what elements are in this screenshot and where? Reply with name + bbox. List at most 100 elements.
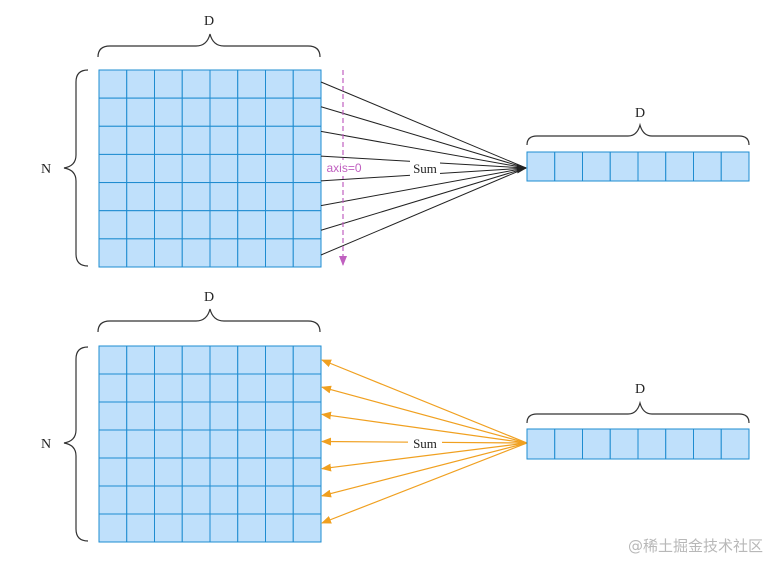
top-matrix-cell-4-4 (209, 182, 239, 212)
bottom-vector-cell-0-7 (720, 428, 750, 460)
bottom-matrix-cell-4-0 (98, 457, 128, 487)
bottom-matrix-cell-4-1 (126, 457, 155, 487)
bottom-matrix-cell-6-0 (98, 513, 128, 543)
bottom-matrix-cell-6-4 (209, 513, 239, 543)
top-matrix-cell-2-2 (154, 125, 183, 155)
bottom-matrix-cell-3-4 (209, 429, 239, 459)
top-matrix-cell-0-1 (126, 69, 155, 99)
bottom-matrix-cell-6-5 (237, 513, 266, 543)
top-matrix-cell-0-6 (265, 69, 294, 99)
top-matrix-cell-1-4 (209, 97, 239, 127)
top-matrix-cell-2-3 (181, 125, 211, 155)
top-result-cell-0-0 (526, 151, 556, 182)
bottom-matrix-cell-2-6 (265, 401, 294, 431)
bottom-matrix-cell-0-2 (154, 345, 183, 375)
bottom-source-vector (526, 428, 750, 460)
bottom-matrix-cell-0-4 (209, 345, 239, 375)
bottom-vector-cell-0-4 (637, 428, 667, 460)
bottom-matrix-cell-3-6 (265, 429, 294, 459)
top-matrix-cell-0-4 (209, 69, 239, 99)
top-matrix-cell-4-2 (154, 182, 183, 212)
top-input-matrix (98, 69, 322, 268)
bottom-matrix-cell-0-5 (237, 345, 266, 375)
top-matrix-cell-1-6 (265, 97, 294, 127)
axis-0-label: axis=0 (326, 161, 361, 175)
bottom-matrix-cell-0-0 (98, 345, 128, 375)
top-matrix-cell-3-7 (292, 153, 322, 184)
bottom-matrix-cell-2-2 (154, 401, 183, 431)
top-matrix-cell-3-0 (98, 153, 128, 184)
watermark-text: @稀土掘金技术社区 (628, 537, 763, 555)
top-matrix-cell-0-5 (237, 69, 266, 99)
bottom-vector-cell-0-6 (693, 428, 722, 460)
top-matrix-cell-3-3 (181, 153, 211, 184)
top-reduction-line-5 (320, 167, 527, 207)
top-matrix-cell-4-3 (181, 182, 211, 212)
top-matrix-cell-5-3 (181, 210, 211, 240)
top-matrix-cell-3-1 (126, 153, 155, 184)
bottom-vector-cell-0-2 (582, 428, 611, 460)
top-matrix-cell-6-4 (209, 238, 239, 268)
top-result-width-brace (526, 122, 750, 146)
top-matrix-cell-5-1 (126, 210, 155, 240)
bottom-matrix-cell-4-7 (292, 457, 322, 487)
top-result-cell-0-6 (693, 151, 722, 182)
bottom-matrix-width-label: D (204, 290, 214, 305)
bottom-matrix-cell-5-0 (98, 485, 128, 515)
bottom-matrix-cell-3-7 (292, 429, 322, 459)
top-matrix-cell-2-5 (237, 125, 266, 155)
bottom-matrix-cell-1-1 (126, 373, 155, 403)
top-matrix-width-label: D (204, 14, 214, 29)
top-matrix-cell-5-2 (154, 210, 183, 240)
bottom-broadcast-arrow-6 (321, 442, 528, 524)
bottom-result-width-brace (526, 400, 750, 424)
bottom-matrix-cell-0-3 (181, 345, 211, 375)
top-matrix-cell-2-6 (265, 125, 294, 155)
bottom-matrix-cell-1-2 (154, 373, 183, 403)
bottom-matrix-cell-4-2 (154, 457, 183, 487)
top-matrix-cell-1-5 (237, 97, 266, 127)
top-matrix-height-label: N (41, 162, 51, 177)
bottom-matrix-cell-6-6 (265, 513, 294, 543)
bottom-matrix-cell-1-4 (209, 373, 239, 403)
bottom-matrix-cell-5-2 (154, 485, 183, 515)
bottom-vector-cell-0-1 (554, 428, 583, 460)
bottom-vector-cell-0-3 (609, 428, 639, 460)
top-result-cell-0-1 (554, 151, 583, 182)
bottom-matrix-cell-1-3 (181, 373, 211, 403)
top-result-cell-0-2 (582, 151, 611, 182)
bottom-panel: D N Sum D (41, 290, 750, 543)
top-matrix-cell-4-5 (237, 182, 266, 212)
top-matrix-cell-0-0 (98, 69, 128, 99)
top-matrix-cell-2-7 (292, 125, 322, 155)
bottom-result-width-label: D (635, 382, 645, 397)
top-reduction-line-1 (320, 106, 527, 169)
bottom-matrix-cell-6-3 (181, 513, 211, 543)
top-matrix-cell-0-7 (292, 69, 322, 99)
top-matrix-cell-2-4 (209, 125, 239, 155)
bottom-matrix-cell-2-7 (292, 401, 322, 431)
bottom-matrix-cell-3-5 (237, 429, 266, 459)
top-reduction-line-0 (320, 81, 527, 169)
top-matrix-cell-6-6 (265, 238, 294, 268)
bottom-matrix-cell-1-6 (265, 373, 294, 403)
bottom-matrix-cell-2-3 (181, 401, 211, 431)
bottom-broadcast-arrows (321, 359, 528, 524)
bottom-matrix-cell-0-6 (265, 345, 294, 375)
top-reduction-line-2 (320, 130, 527, 169)
bottom-matrix-cell-0-1 (126, 345, 155, 375)
top-matrix-cell-6-1 (126, 238, 155, 268)
top-reduction-line-6 (320, 167, 527, 231)
top-matrix-cell-2-1 (126, 125, 155, 155)
top-matrix-cell-1-2 (154, 97, 183, 127)
top-matrix-width-brace (97, 33, 321, 58)
bottom-matrix-cell-3-2 (154, 429, 183, 459)
top-matrix-cell-4-6 (265, 182, 294, 212)
bottom-matrix-cell-2-0 (98, 401, 128, 431)
bottom-matrix-cell-3-0 (98, 429, 128, 459)
bottom-matrix-cell-6-7 (292, 513, 322, 543)
top-matrix-cell-2-0 (98, 125, 128, 155)
bottom-matrix-cell-2-4 (209, 401, 239, 431)
top-result-width-label: D (635, 106, 645, 121)
